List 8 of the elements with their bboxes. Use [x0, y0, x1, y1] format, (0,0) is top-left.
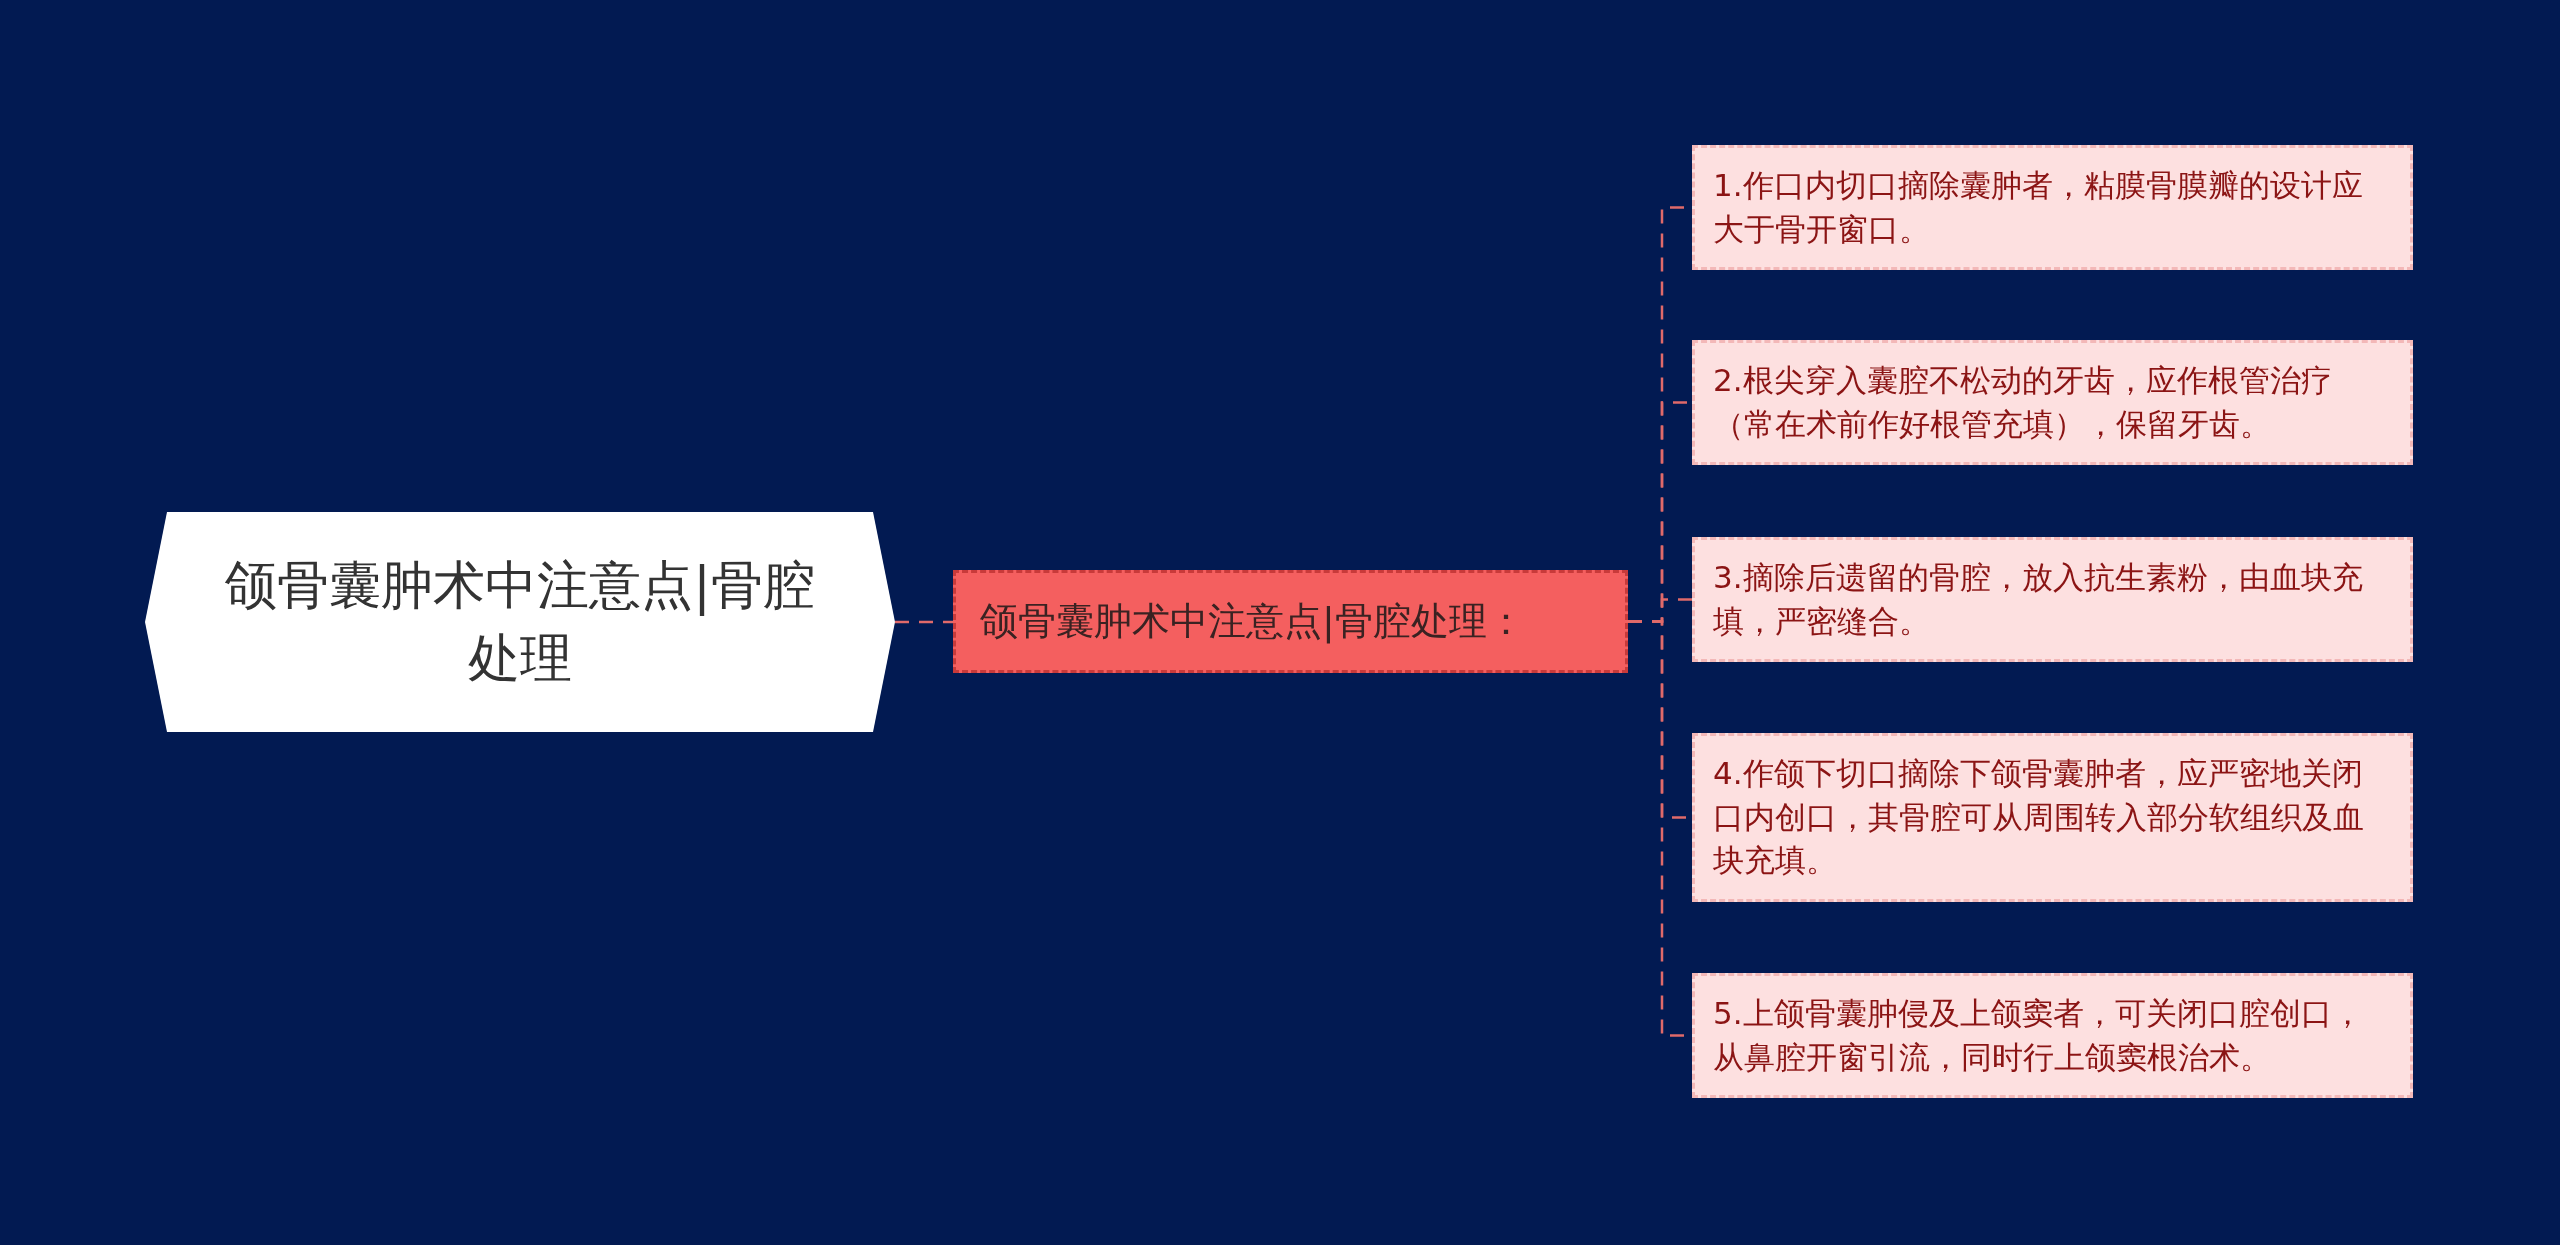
point-box: 1.作口内切口摘除囊肿者，粘膜骨膜瓣的设计应大于骨开窗口。 — [1692, 145, 2413, 270]
topic-hexagon: 颌骨囊肿术中注意点|骨腔处理 — [145, 512, 895, 732]
point-box: 3.摘除后遗留的骨腔，放入抗生素粉，由血块充填，严密缝合。 — [1692, 537, 2413, 662]
point-box: 5.上颌骨囊肿侵及上颌窦者，可关闭口腔创口，从鼻腔开窗引流，同时行上颌窦根治术。 — [1692, 973, 2413, 1098]
connector-line — [895, 620, 953, 624]
point-box: 4.作颌下切口摘除下颌骨囊肿者，应严密地关闭口内创口，其骨腔可从周围转入部分软组织及血块充填。 — [1692, 733, 2413, 902]
point-box: 2.根尖穿入囊腔不松动的牙齿，应作根管治疗（常在术前作好根管充填），保留牙齿。 — [1692, 340, 2413, 465]
subtopic-box: 颌骨囊肿术中注意点|骨腔处理： — [953, 570, 1628, 673]
